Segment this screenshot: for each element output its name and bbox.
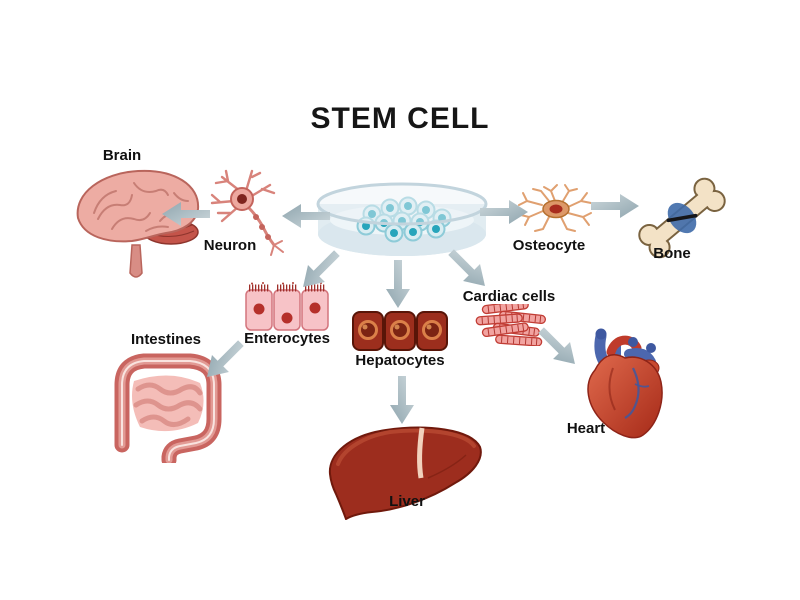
arrow-dish-to-osteocyte	[480, 200, 528, 224]
node-brain	[68, 163, 208, 285]
hepatocytes-label: Hepatocytes	[355, 352, 445, 369]
heart-icon	[587, 328, 663, 439]
enterocytes-label: Enterocytes	[244, 330, 330, 347]
hepatocytes-icon	[352, 311, 448, 351]
node-bone	[632, 167, 732, 269]
bone-label: Bone	[653, 245, 691, 262]
node-hepatocytes	[352, 309, 448, 353]
node-stem-cell-dish	[314, 176, 490, 262]
intestines-icon	[114, 353, 222, 463]
arrow-dish-to-neuron	[282, 204, 330, 228]
osteocyte-icon	[518, 184, 592, 232]
arrow-osteocyte-to-bone	[591, 194, 639, 218]
liver-icon	[328, 426, 482, 520]
node-enterocytes	[243, 282, 331, 332]
neuron-label: Neuron	[203, 237, 257, 254]
arrow-hepatocytes-to-liver	[390, 376, 414, 424]
arrow-dish-to-cardiac-cells	[448, 249, 485, 286]
bone-icon	[638, 177, 726, 259]
node-osteocyte	[513, 183, 599, 235]
arrow-dish-to-enterocytes	[303, 250, 340, 287]
liver-label: Liver	[389, 493, 425, 510]
node-neuron	[204, 165, 296, 261]
intestines-label: Intestines	[130, 331, 202, 348]
cardiac-cells-label: Cardiac cells	[462, 288, 556, 305]
arrow-enterocytes-to-intestines	[207, 340, 244, 377]
heart-label: Heart	[566, 420, 606, 437]
page-title: STEM CELL	[310, 102, 490, 135]
brain-icon	[76, 169, 200, 278]
arrow-neuron-to-brain	[162, 202, 210, 226]
stem-cell-dish-icon	[316, 182, 488, 256]
node-heart	[577, 326, 669, 442]
arrow-cardiac-cells-to-heart	[538, 327, 575, 364]
arrow-dish-to-hepatocytes	[386, 260, 410, 308]
brain-label: Brain	[102, 147, 142, 164]
node-intestines	[100, 347, 232, 463]
node-liver	[324, 420, 486, 520]
enterocytes-icon	[245, 282, 329, 331]
stem-cells	[356, 196, 452, 243]
osteocyte-label: Osteocyte	[512, 237, 586, 254]
neuron-icon	[210, 169, 284, 256]
